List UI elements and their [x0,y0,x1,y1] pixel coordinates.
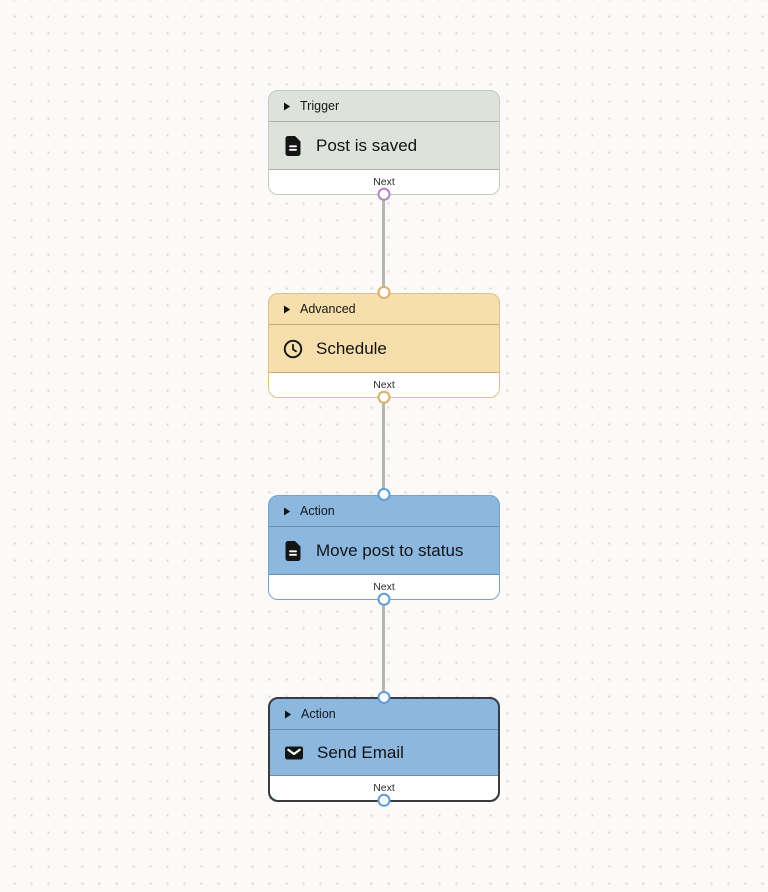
node-body: Move post to status [269,527,499,574]
next-label: Next [373,581,395,593]
collapse-triangle-icon[interactable] [283,305,291,314]
input-handle[interactable] [377,285,391,299]
next-label: Next [373,379,395,391]
node-action-send-email[interactable]: Action Send Email Next [268,690,500,807]
node-footer: Next [269,574,499,599]
document-icon [283,540,303,561]
node-action-move-post-to-status[interactable]: Action Move post to status Next [268,487,500,606]
node-type-label: Action [300,504,335,518]
input-handle[interactable] [377,690,391,704]
edge-connector[interactable] [382,196,385,290]
edge-connector[interactable] [382,600,385,695]
next-label: Next [373,782,395,794]
output-handle[interactable] [377,390,391,404]
node-header[interactable]: Trigger [269,91,499,122]
node-body: Schedule [269,325,499,372]
envelope-icon [284,743,304,763]
document-icon [283,135,303,156]
output-handle[interactable] [377,793,391,807]
node-type-label: Advanced [300,302,356,316]
node-trigger-post-is-saved[interactable]: Trigger Post is saved Next [268,90,500,201]
output-handle[interactable] [377,592,391,606]
output-handle[interactable] [377,187,391,201]
node-title: Send Email [317,742,404,762]
node-type-label: Action [301,707,336,721]
node-header[interactable]: Action [269,496,499,527]
node-body: Send Email [270,730,498,775]
clock-icon [283,339,303,359]
node-title: Move post to status [316,540,464,560]
node-advanced-schedule[interactable]: Advanced Schedule Next [268,285,500,404]
edge-connector[interactable] [382,398,385,492]
node-body: Post is saved [269,122,499,169]
node-title: Post is saved [316,135,418,155]
collapse-triangle-icon[interactable] [283,102,291,111]
next-label: Next [373,176,395,188]
node-header[interactable]: Advanced [269,294,499,325]
input-handle[interactable] [377,487,391,501]
node-header[interactable]: Action [270,699,498,730]
node-type-label: Trigger [300,99,340,113]
node-title: Schedule [316,338,387,358]
collapse-triangle-icon[interactable] [284,710,292,719]
collapse-triangle-icon[interactable] [283,507,291,516]
